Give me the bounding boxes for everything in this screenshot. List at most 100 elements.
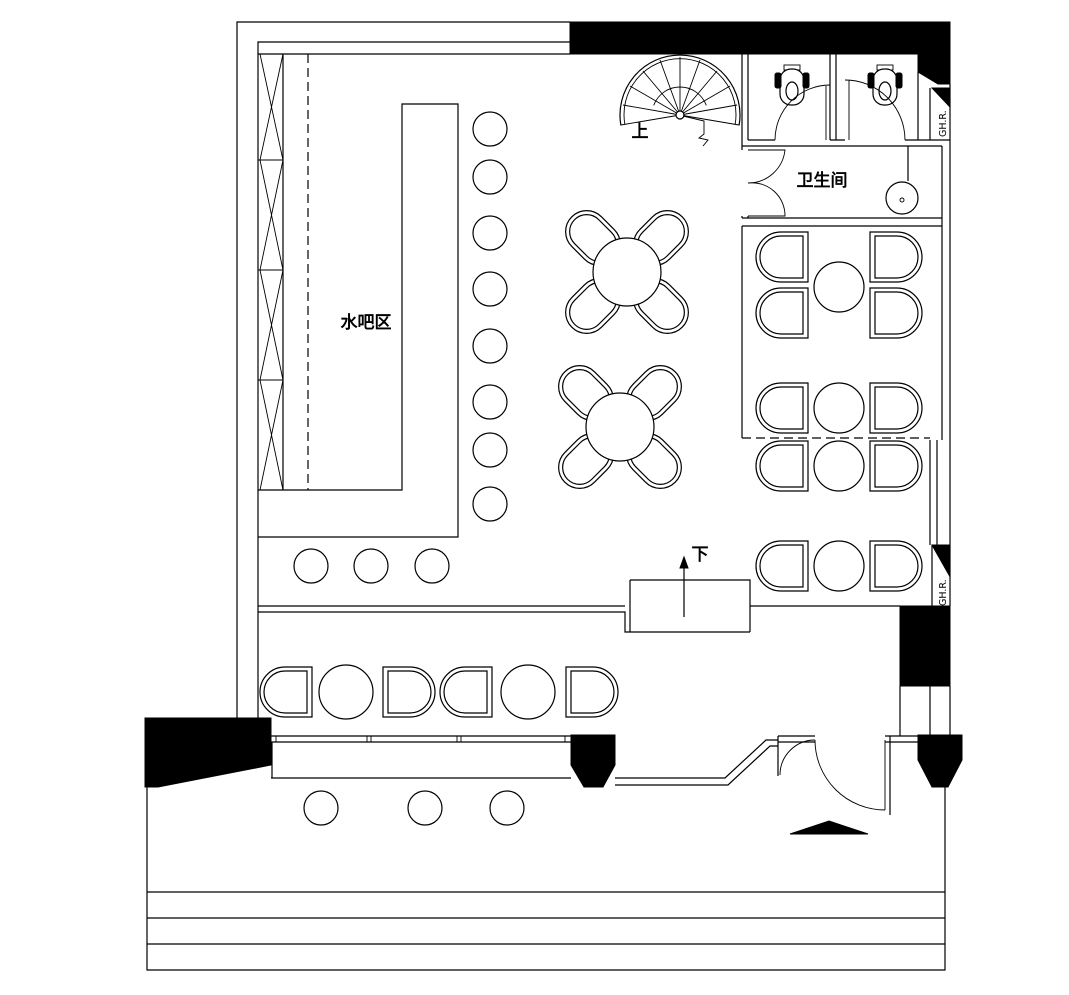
bar-stool xyxy=(472,111,508,147)
building-walls xyxy=(236,21,951,718)
bar-area: 水吧区 xyxy=(258,53,508,584)
washbasin xyxy=(885,181,919,215)
dining-chair xyxy=(869,540,923,592)
level-change: 下 xyxy=(258,545,951,736)
dining-chair xyxy=(869,287,923,339)
dining-chair xyxy=(755,382,809,434)
entrance-door xyxy=(777,735,918,815)
entrance-arrow-icon xyxy=(789,820,869,835)
right-wall xyxy=(941,84,951,606)
stair-break-arrow-icon xyxy=(682,115,709,147)
window-seating xyxy=(259,664,619,720)
dining-chair xyxy=(869,382,923,434)
dining-table xyxy=(813,440,865,492)
pilaster xyxy=(929,440,938,606)
facade xyxy=(144,717,963,815)
dining-chair xyxy=(259,666,313,718)
terrace-edge xyxy=(146,787,946,971)
bar-stool xyxy=(472,486,508,522)
stair-direction-arc xyxy=(653,86,707,106)
terrace-steps xyxy=(147,891,945,945)
dining-chair xyxy=(755,440,809,492)
inner-wall xyxy=(257,41,570,718)
dining-set-1 xyxy=(755,231,923,339)
outdoor-stool xyxy=(407,790,443,826)
shaft-label-lower: GH.R. xyxy=(938,579,949,606)
right-wall-lower xyxy=(899,686,951,736)
shaft-label-upper: GH.R. xyxy=(938,110,949,137)
restroom: 卫生间 GH.R. xyxy=(741,54,950,227)
dining-set-2 xyxy=(755,382,923,434)
bar-stools xyxy=(293,111,508,584)
stair-outer-arc xyxy=(619,54,741,126)
stair-up-label: 上 xyxy=(632,122,649,142)
bar-stool xyxy=(472,432,508,468)
structural-column xyxy=(570,734,616,788)
window-frame xyxy=(271,735,571,779)
bar-stool xyxy=(414,548,450,584)
dining-chair xyxy=(382,666,436,718)
dining-chair xyxy=(869,231,923,283)
stall-door xyxy=(774,84,831,141)
washbasin-drain xyxy=(899,197,905,203)
dining-set-3 xyxy=(755,440,923,492)
bar-stool xyxy=(472,271,508,307)
bar-area-label: 水吧区 xyxy=(341,312,392,333)
dining-set-4 xyxy=(755,540,923,592)
door-frame xyxy=(777,735,918,815)
dining-chair xyxy=(755,287,809,339)
restroom-door xyxy=(747,149,786,217)
dining-chair xyxy=(755,231,809,283)
stair-treads xyxy=(620,57,740,126)
cross-table-set xyxy=(549,356,691,498)
bar-stool xyxy=(472,159,508,195)
restroom-walls xyxy=(741,54,950,227)
bar-stool xyxy=(353,548,389,584)
toilet-stall-2 xyxy=(844,64,906,141)
structural-column xyxy=(899,605,951,687)
service-shaft-lower: GH.R. xyxy=(931,544,950,606)
glass-wall xyxy=(615,739,778,786)
spiral-staircase: 上 xyxy=(619,54,741,147)
shelf-cross-bracing xyxy=(258,53,284,491)
outer-wall xyxy=(236,21,570,718)
structural-wall-top xyxy=(569,21,951,85)
stall-door xyxy=(844,79,906,141)
dining-table xyxy=(813,540,865,592)
round-table xyxy=(592,237,662,307)
structural-column xyxy=(917,734,963,788)
window-mullions xyxy=(275,736,566,742)
dining-table xyxy=(813,382,865,434)
dining-area: GH.R. xyxy=(741,226,950,606)
squat-toilet xyxy=(867,64,903,106)
door-leaf-small xyxy=(779,739,816,776)
dining-chair xyxy=(869,440,923,492)
dining-chair xyxy=(565,666,619,718)
level-edge xyxy=(258,579,900,633)
dining-table xyxy=(500,664,556,720)
door-leaf-main xyxy=(814,739,886,811)
stair-down-label: 下 xyxy=(692,545,709,565)
dining-chair xyxy=(439,666,493,718)
dining-table xyxy=(318,664,374,720)
shaft-wedge xyxy=(931,544,950,577)
display-shelf xyxy=(258,53,284,491)
dining-table xyxy=(813,261,865,313)
squat-toilet xyxy=(774,64,810,106)
dining-chair xyxy=(755,540,809,592)
window xyxy=(271,735,571,779)
bar-stool xyxy=(472,328,508,364)
round-table xyxy=(585,392,655,462)
bar-stool xyxy=(293,548,329,584)
outdoor-stool xyxy=(489,790,525,826)
restroom-label: 卫生间 xyxy=(797,170,848,191)
cross-table-set xyxy=(556,201,698,343)
stair-down-arrow-icon xyxy=(679,555,689,569)
toilet-stall-1 xyxy=(774,64,831,141)
bar-stool xyxy=(472,215,508,251)
shaft-wedge xyxy=(930,87,950,108)
service-shaft-upper: GH.R. xyxy=(930,87,950,137)
outdoor-stool xyxy=(303,790,339,826)
terrace xyxy=(146,787,946,971)
